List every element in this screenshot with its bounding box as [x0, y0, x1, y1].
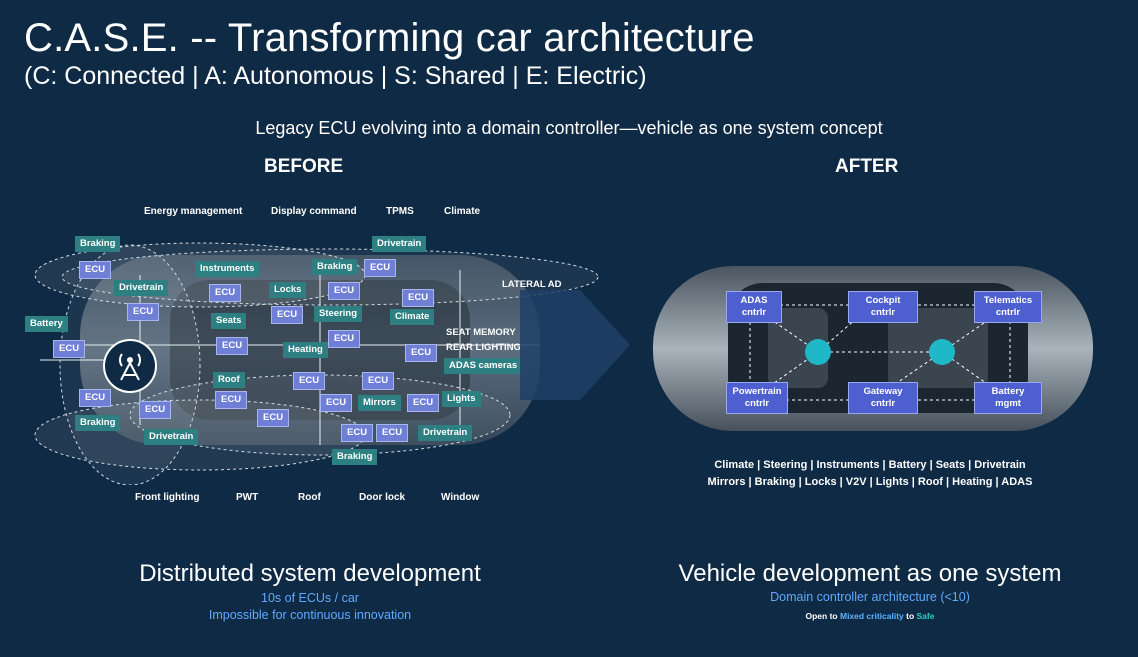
ecu-box: ECU: [362, 372, 395, 390]
before-sub-2: Impossible for continuous innovation: [208, 608, 412, 622]
ecu-box: ECU: [364, 259, 397, 277]
tag-braking: Braking: [312, 259, 358, 275]
after-title: Vehicle development as one system: [678, 560, 1062, 587]
tag-battery: Battery: [25, 316, 68, 332]
transition-arrow-icon: [520, 290, 630, 400]
tag-adas-cameras: ADAS cameras: [444, 358, 523, 374]
tag-drivetrain: Drivetrain: [144, 429, 199, 445]
ecu-box: ECU: [328, 282, 361, 300]
label-lateral-ad: LATERAL AD: [502, 279, 562, 290]
ecu-box: ECU: [139, 401, 172, 419]
label-rear-lighting: REAR LIGHTING: [446, 342, 521, 353]
page-title: C.A.S.E. -- Transforming car architectur…: [24, 16, 755, 60]
label-seat-memory: SEAT MEMORY: [446, 327, 516, 338]
ecu-box: ECU: [53, 340, 86, 358]
top-label-tpms: TPMS: [386, 206, 414, 217]
ecu-box: ECU: [407, 394, 440, 412]
bottom-label-window: Window: [441, 492, 480, 503]
ecu-box: ECU: [257, 409, 290, 427]
top-label-climate: Climate: [444, 206, 481, 217]
tag-climate: Climate: [390, 309, 435, 325]
after-sub-1: Domain controller architecture (<10): [770, 590, 970, 604]
top-label-display: Display command: [271, 206, 357, 217]
ecu-box: ECU: [405, 344, 438, 362]
ecu-box: ECU: [341, 424, 374, 442]
tagline: Legacy ECU evolving into a domain contro…: [255, 118, 883, 138]
tag-instruments: Instruments: [195, 261, 260, 277]
page-subtitle: (C: Connected | A: Autonomous | S: Share…: [24, 62, 647, 90]
ecu-box: ECU: [320, 394, 353, 412]
ecu-box: ECU: [328, 330, 361, 348]
ecu-box: ECU: [271, 306, 304, 324]
bottom-label-pwt: PWT: [236, 492, 259, 503]
tag-braking: Braking: [332, 449, 378, 465]
tag-roof: Roof: [213, 372, 245, 388]
ecu-box: ECU: [216, 337, 249, 355]
bottom-label-roof: Roof: [298, 492, 321, 503]
after-header: AFTER: [835, 156, 899, 177]
ecu-box: ECU: [293, 372, 326, 390]
bottom-label-front-lighting: Front lighting: [135, 492, 200, 503]
tag-drivetrain: Drivetrain: [372, 236, 427, 252]
tag-drivetrain: Drivetrain: [114, 280, 169, 296]
before-title: Distributed system development: [139, 560, 481, 587]
tag-mirrors: Mirrors: [358, 395, 401, 411]
antenna-icon: [103, 339, 157, 393]
tag-braking: Braking: [75, 415, 121, 431]
before-header: BEFORE: [264, 156, 344, 177]
tag-braking: Braking: [75, 236, 121, 252]
modules-line-1: Climate | Steering | Instruments | Batte…: [714, 459, 1026, 471]
top-label-energy: Energy management: [144, 206, 243, 217]
ecu-box: ECU: [402, 289, 435, 307]
ecu-box: ECU: [376, 424, 409, 442]
criticality-line: Open to Mixed criticality to Safe: [805, 611, 935, 621]
ecu-box: ECU: [79, 389, 112, 407]
tag-heating: Heating: [283, 342, 328, 358]
tag-seats: Seats: [211, 313, 247, 329]
ecu-box: ECU: [127, 303, 160, 321]
modules-line-2: Mirrors | Braking | Locks | V2V | Lights…: [707, 476, 1033, 488]
ecu-box: ECU: [209, 284, 242, 302]
tag-lights: Lights: [442, 391, 481, 407]
before-sub-1: 10s of ECUs / car: [261, 591, 359, 605]
tag-steering: Steering: [314, 306, 363, 322]
controller-network: [749, 304, 1011, 401]
tag-drivetrain: Drivetrain: [418, 425, 473, 441]
ecu-box: ECU: [79, 261, 112, 279]
ecu-box: ECU: [215, 391, 248, 409]
tag-locks: Locks: [269, 282, 307, 298]
bottom-label-door-lock: Door lock: [359, 492, 406, 503]
